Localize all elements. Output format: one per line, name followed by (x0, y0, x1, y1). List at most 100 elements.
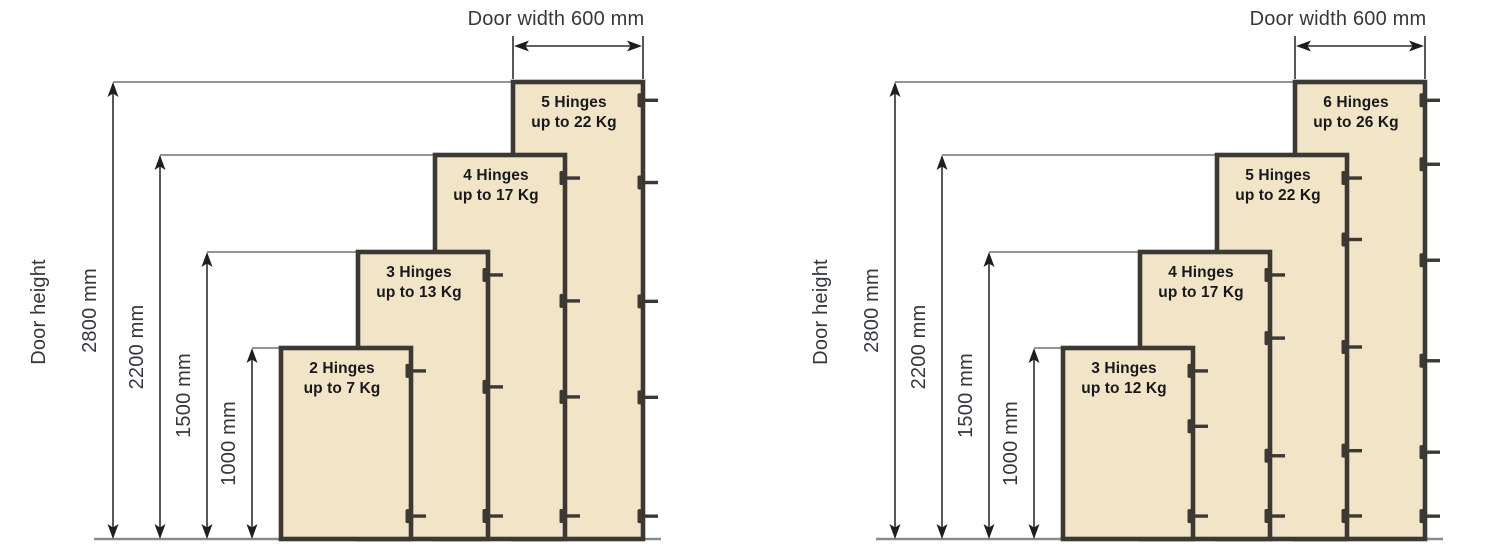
door-hinge-count-label: 3 Hinges (1091, 360, 1156, 377)
door-max-weight-label: up to 22 Kg (531, 114, 617, 131)
door-hinge-count-label: 4 Hinges (1168, 264, 1233, 281)
arrow-up-icon (201, 252, 213, 267)
arrow-down-icon (936, 524, 948, 539)
hinge-icon (1187, 509, 1208, 524)
door-hinge-count-label: 3 Hinges (386, 264, 451, 281)
height-dimension-1000: 1000 mm (1000, 347, 1063, 539)
arrow-left-icon (1296, 40, 1311, 52)
hinge-pin (1419, 162, 1440, 166)
hinge-pin (1419, 258, 1440, 262)
door-hinge-count-label: 6 Hinges (1323, 94, 1388, 111)
hinge-pin (1264, 336, 1285, 340)
hinge-icon (1419, 253, 1440, 268)
hinge-icon (1419, 353, 1440, 368)
door-width-label: Door width 600 mm (1250, 8, 1427, 30)
hinge-pin (1187, 514, 1208, 518)
height-dimension-2800: 2800 mm (79, 81, 513, 539)
arrow-down-icon (889, 524, 901, 539)
hinge-pin (559, 176, 580, 180)
door-hinge-count-label: 5 Hinges (541, 94, 606, 111)
hinge-pin (559, 395, 580, 399)
hinge-pin (1187, 369, 1208, 373)
door-width-dimension: Door width 600 mm (468, 8, 645, 79)
hinge-icon (1341, 443, 1362, 458)
arrow-down-icon (154, 524, 166, 539)
door-max-weight-label: up to 13 Kg (376, 284, 462, 301)
door-max-weight-label: up to 17 Kg (453, 187, 539, 204)
hinge-pin (637, 514, 658, 518)
hinge-pin (637, 180, 658, 185)
arrow-right-icon (1409, 40, 1424, 52)
door-2-hinges (278, 345, 414, 542)
hinge-icon (482, 267, 503, 282)
door-max-weight-label: up to 12 Kg (1081, 380, 1167, 397)
hinge-pin (1264, 454, 1285, 458)
arrow-up-icon (1028, 348, 1040, 363)
door-max-weight-label: up to 7 Kg (304, 380, 381, 397)
height-dimension-2200: 2200 mm (908, 154, 1217, 539)
hinge-icon (482, 509, 503, 524)
hinge-icon (1264, 331, 1285, 346)
hinge-pin (1419, 514, 1440, 518)
height-dimension-label: 1000 mm (218, 401, 240, 486)
hinge-pin (1341, 237, 1362, 242)
hinge-icon (1264, 267, 1285, 282)
hinge-pin (1419, 450, 1440, 454)
hinge-icon (1419, 157, 1440, 172)
arrow-down-icon (983, 524, 995, 539)
arrow-up-icon (154, 155, 166, 170)
door-width-dimension: Door width 600 mm (1250, 8, 1427, 79)
hinge-pin (637, 395, 658, 400)
hinge-pin (1341, 448, 1362, 453)
arrow-down-icon (246, 524, 258, 539)
hinge-icon (637, 509, 658, 524)
height-dimension-label: 2200 mm (908, 305, 930, 390)
hinge-icon (1419, 93, 1440, 108)
hinge-icon (1264, 509, 1285, 524)
hinge-icon (1419, 509, 1440, 524)
door-hinge-count-label: 2 Hinges (309, 360, 374, 377)
arrow-down-icon (201, 524, 213, 539)
hinge-icon (1341, 508, 1362, 523)
hinge-icon (559, 293, 580, 308)
hinge-pin (482, 385, 503, 389)
hinge-pin (482, 514, 503, 518)
hinge-pin (1419, 98, 1440, 102)
door-height-axis-label: Door height (810, 259, 832, 365)
height-dimension-1000: 1000 mm (218, 347, 281, 539)
hinge-pin (1419, 359, 1440, 363)
arrow-up-icon (889, 82, 901, 97)
height-dimension-label: 1000 mm (1000, 401, 1022, 486)
hinge-icon (559, 389, 580, 404)
door-width-label: Door width 600 mm (468, 8, 645, 30)
hinge-pin (559, 514, 580, 518)
hinge-pin (405, 514, 426, 518)
height-dimension-1500: 1500 mm (955, 251, 1140, 539)
hinge-icon (637, 93, 658, 108)
door-height-axis-label: Door height (28, 259, 50, 365)
door-3-hinges (1060, 345, 1196, 542)
arrow-up-icon (936, 155, 948, 170)
hinge-pin (1341, 176, 1362, 180)
arrow-down-icon (107, 524, 119, 539)
height-dimension-label: 2800 mm (79, 268, 101, 353)
hinge-pin (637, 98, 658, 102)
hinge-icon (1187, 363, 1208, 378)
height-dimension-2800: 2800 mm (861, 81, 1295, 539)
arrow-up-icon (983, 252, 995, 267)
hinge-icon (1341, 340, 1362, 354)
hinge-icon (637, 390, 658, 405)
hinge-pin (1264, 273, 1285, 277)
hinge-icon (637, 175, 658, 190)
hinge-pin (1264, 514, 1285, 518)
door-max-weight-label: up to 26 Kg (1313, 114, 1399, 131)
door-max-weight-label: up to 17 Kg (1158, 284, 1244, 301)
arrow-up-icon (246, 348, 258, 363)
hinge-icon (1341, 232, 1362, 247)
hinge-pin (637, 299, 658, 304)
hinge-icon (559, 171, 580, 186)
height-dimension-2200: 2200 mm (126, 154, 435, 539)
